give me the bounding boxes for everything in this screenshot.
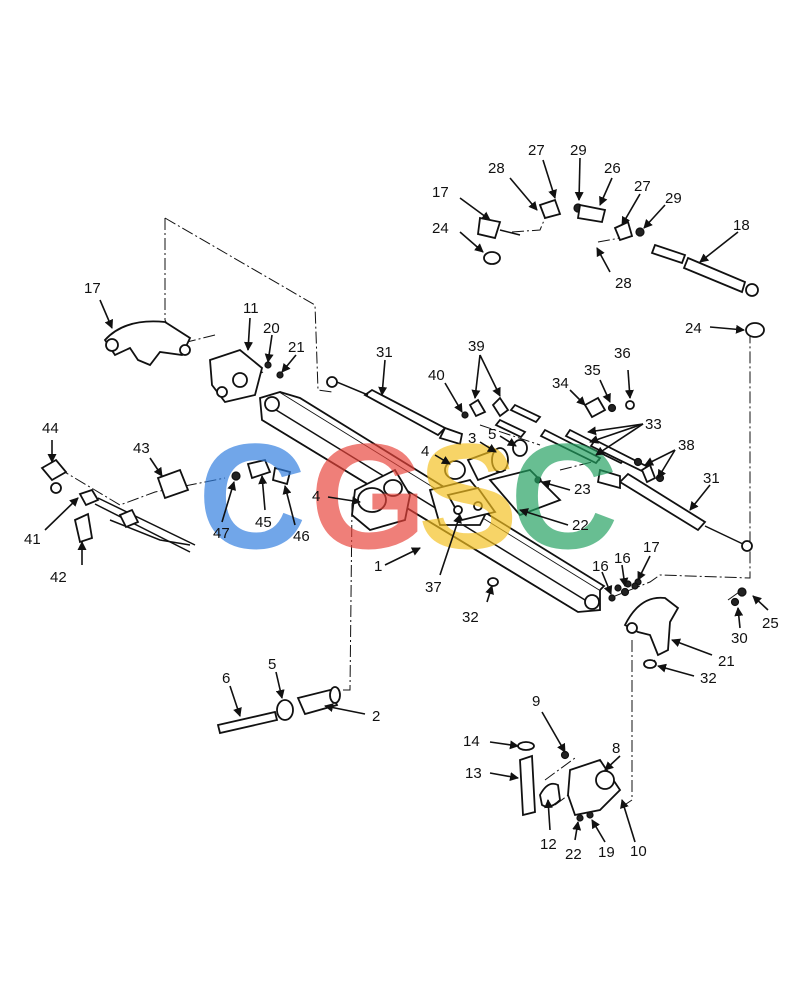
callout-22: 17 (432, 184, 449, 201)
callout-20: 17 (84, 280, 101, 297)
callout-14: 16 (614, 550, 631, 567)
callout-38: 38 (678, 437, 695, 454)
callout-29: 29 (570, 142, 587, 159)
spindle-left (209, 348, 284, 404)
callout-29: 29 (665, 190, 682, 207)
callout-1: 1 (374, 558, 382, 575)
callout-17: 22 (565, 846, 582, 863)
callout-3: 3 (468, 430, 476, 447)
callout-40: 40 (428, 367, 445, 384)
callout-8: 8 (612, 740, 620, 757)
callout-16: 19 (598, 844, 615, 861)
callout-23: 18 (733, 217, 750, 234)
callout-19: 23 (574, 481, 591, 498)
callout-11: 13 (465, 765, 482, 782)
callout-25: 25 (762, 615, 779, 632)
callout-12: 14 (463, 733, 480, 750)
callout-26: 26 (604, 160, 621, 177)
watermark-letter-2: G (310, 412, 427, 580)
callout-10: 12 (540, 836, 557, 853)
callout-9: 9 (532, 693, 540, 710)
callout-43: 43 (133, 440, 150, 457)
callout-2: 2 (372, 708, 380, 725)
callout-35: 35 (584, 362, 601, 379)
callout-42: 42 (50, 569, 67, 586)
callout-28: 28 (488, 160, 505, 177)
callout-27: 27 (528, 142, 545, 159)
bracket-plate (446, 469, 562, 522)
clamp-parts (583, 396, 635, 419)
callout-33: 33 (645, 416, 662, 433)
callout-16: 20 (263, 320, 280, 337)
watermark-logo: C G S C (198, 412, 618, 580)
callout-41: 41 (24, 531, 41, 548)
steering-cylinder-left (326, 376, 464, 446)
callout-5: 5 (488, 426, 496, 443)
callout-6: 6 (222, 670, 230, 687)
callout-5: 5 (268, 656, 276, 673)
spindle-right (517, 741, 622, 822)
callout-28: 28 (615, 275, 632, 292)
watermark-letter-3: S (418, 412, 518, 580)
callout-24: 24 (432, 220, 449, 237)
callout-39: 39 (468, 338, 485, 355)
callout-32: 32 (700, 670, 717, 687)
callout-44: 44 (42, 420, 59, 437)
callout-36: 36 (614, 345, 631, 362)
callout-4: 4 (312, 488, 320, 505)
callout-37: 37 (425, 579, 442, 596)
leader-arrows (44, 157, 769, 843)
axle-beam (259, 391, 606, 613)
pivot-pin-lower (216, 686, 341, 735)
callout-13: 16 (592, 558, 609, 575)
callout-46: 46 (293, 528, 310, 545)
callout-4: 4 (421, 443, 429, 460)
hose-assembly (40, 458, 292, 553)
watermark-letter-4: C (510, 412, 618, 580)
callout-7: 10 (630, 843, 647, 860)
callout-7: 11 (243, 300, 259, 317)
callout-15: 17 (643, 539, 660, 556)
steering-cylinder-right (596, 468, 753, 552)
callout-27: 27 (634, 178, 651, 195)
callout-labels: 17 24 28 27 29 26 27 29 28 18 24 17 11 2… (24, 142, 779, 863)
steering-arm-left (103, 320, 192, 367)
callout-17: 21 (288, 339, 305, 356)
callout-21: 21 (718, 653, 735, 670)
callout-47: 47 (213, 525, 230, 542)
callout-24: 24 (685, 320, 702, 337)
watermark-letter-1: C (198, 412, 306, 580)
tie-rod-top (477, 198, 765, 338)
callout-31: 31 (703, 470, 720, 487)
callout-31: 31 (376, 344, 393, 361)
callout-34: 34 (552, 375, 569, 392)
callout-30: 30 (731, 630, 748, 647)
callout-18: 22 (572, 517, 589, 534)
callout-32: 32 (462, 609, 479, 626)
small-fasteners (487, 577, 747, 669)
callout-45: 45 (255, 514, 272, 531)
